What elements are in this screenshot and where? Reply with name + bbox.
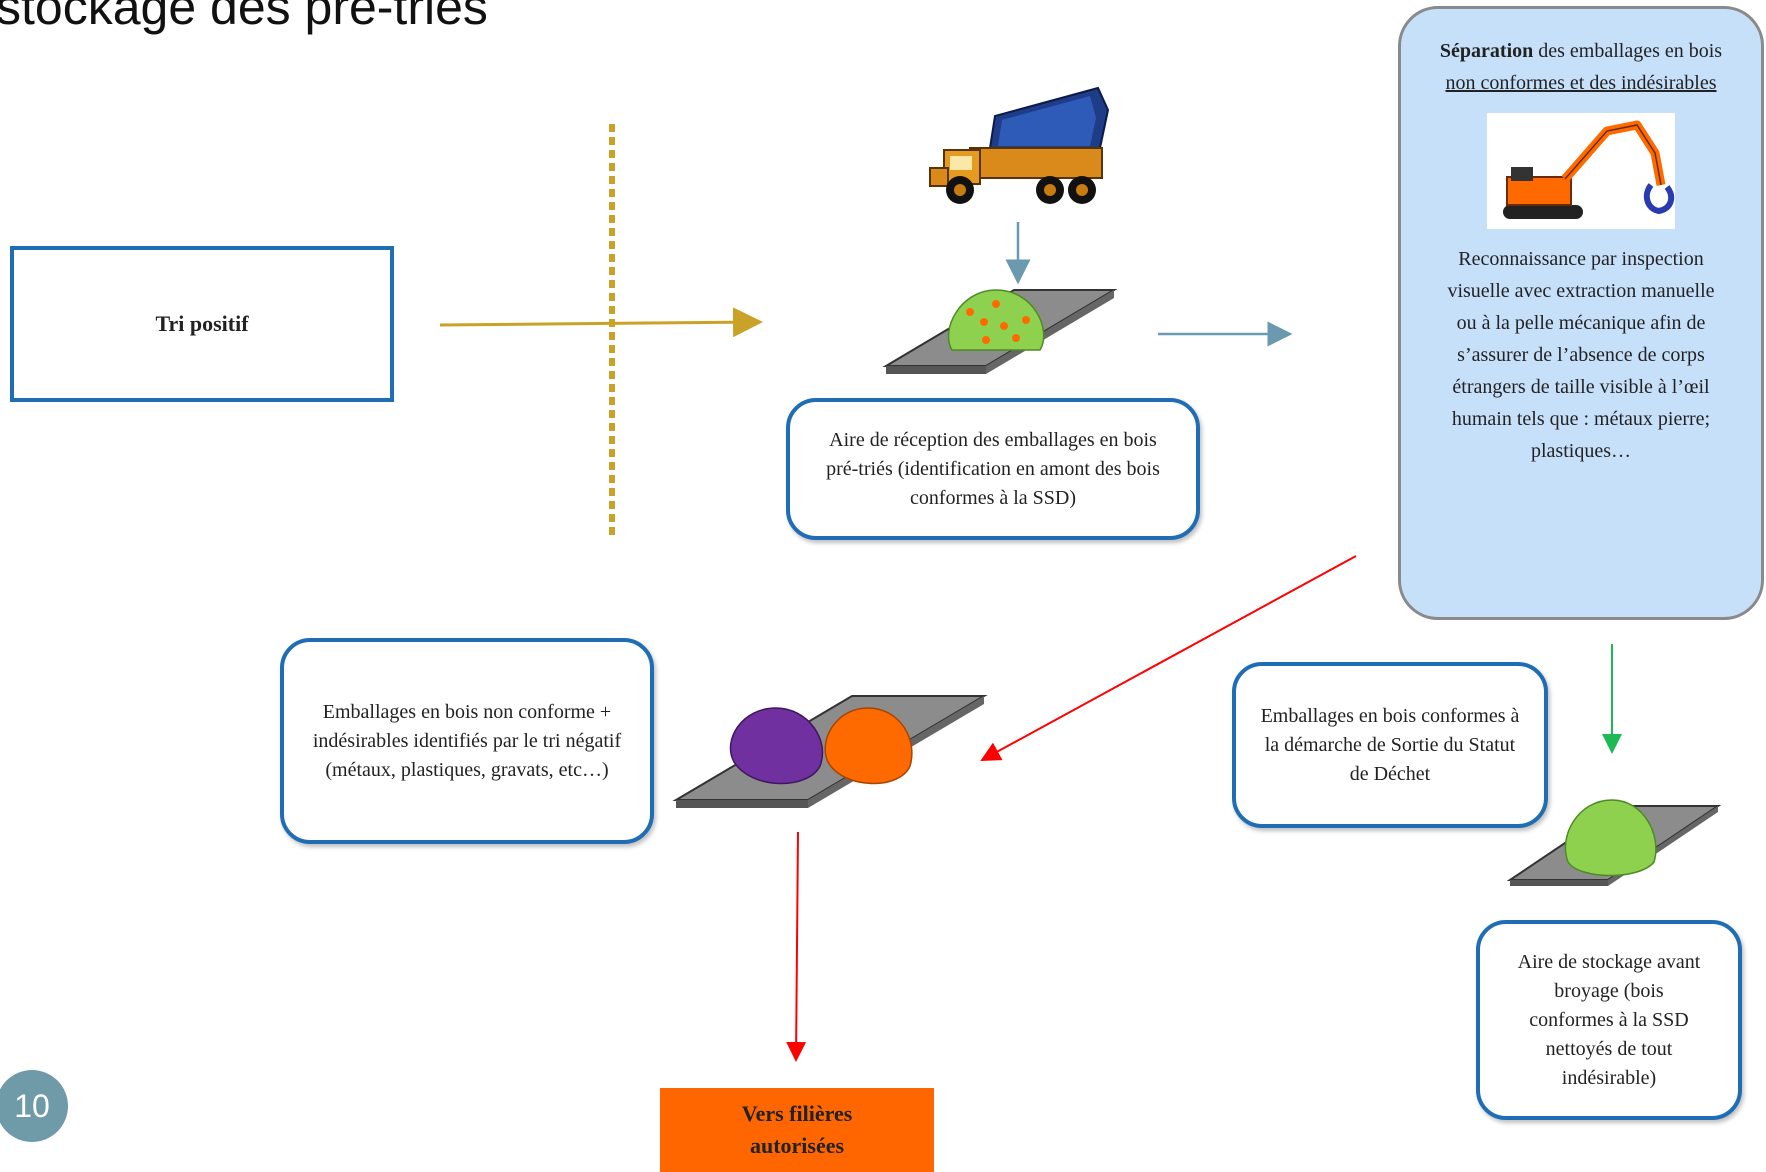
- separation-description: Reconnaissance par inspection visuelle a…: [1447, 248, 1715, 462]
- aire-reception-box: Aire de réception des emballages en bois…: [786, 398, 1200, 540]
- pile-icon-stockage: [1506, 799, 1722, 886]
- aire-stockage-label: Aire de stockage avant broyage (bois con…: [1517, 950, 1701, 1089]
- separation-heading: Séparation des emballages en bois non co…: [1437, 35, 1725, 99]
- vers-filieres-label: Vers filières autorisées: [741, 1101, 853, 1158]
- page-title: stockage des pré-triés: [0, 0, 488, 35]
- separation-panel: Séparation des emballages en bois non co…: [1398, 6, 1764, 620]
- tri-positif-label: Tri positif: [155, 311, 249, 337]
- separation-underlined: non conformes et des indésirables: [1445, 72, 1717, 94]
- pile-icon-reception: [882, 289, 1118, 374]
- separation-text: des emballages en bois: [1533, 40, 1723, 62]
- vers-filieres-box: Vers filières autorisées: [660, 1088, 934, 1172]
- pile-icon-non-conforme: [672, 695, 988, 808]
- page-number: 10: [14, 1087, 50, 1124]
- page-number-badge: 10: [0, 1070, 68, 1142]
- conformes-ssd-label: Emballages en bois conformes à la démarc…: [1260, 704, 1520, 785]
- non-conforme-label: Emballages en bois non conforme + indési…: [312, 700, 622, 781]
- aire-stockage-box: Aire de stockage avant broyage (bois con…: [1476, 920, 1742, 1120]
- tri-positif-box: Tri positif: [10, 246, 394, 402]
- dump-truck-icon: [929, 86, 1110, 204]
- conformes-ssd-box: Emballages en bois conformes à la démarc…: [1232, 662, 1548, 828]
- arrow-to-non-conforme: [980, 555, 1357, 761]
- aire-reception-label: Aire de réception des emballages en bois…: [826, 428, 1160, 509]
- non-conforme-box: Emballages en bois non conforme + indési…: [280, 638, 654, 844]
- excavator-icon: [1487, 113, 1675, 229]
- separation-bold: Séparation: [1439, 40, 1534, 62]
- arrow-tri-positif: [439, 307, 763, 338]
- arrow-to-filieres: [786, 831, 807, 1062]
